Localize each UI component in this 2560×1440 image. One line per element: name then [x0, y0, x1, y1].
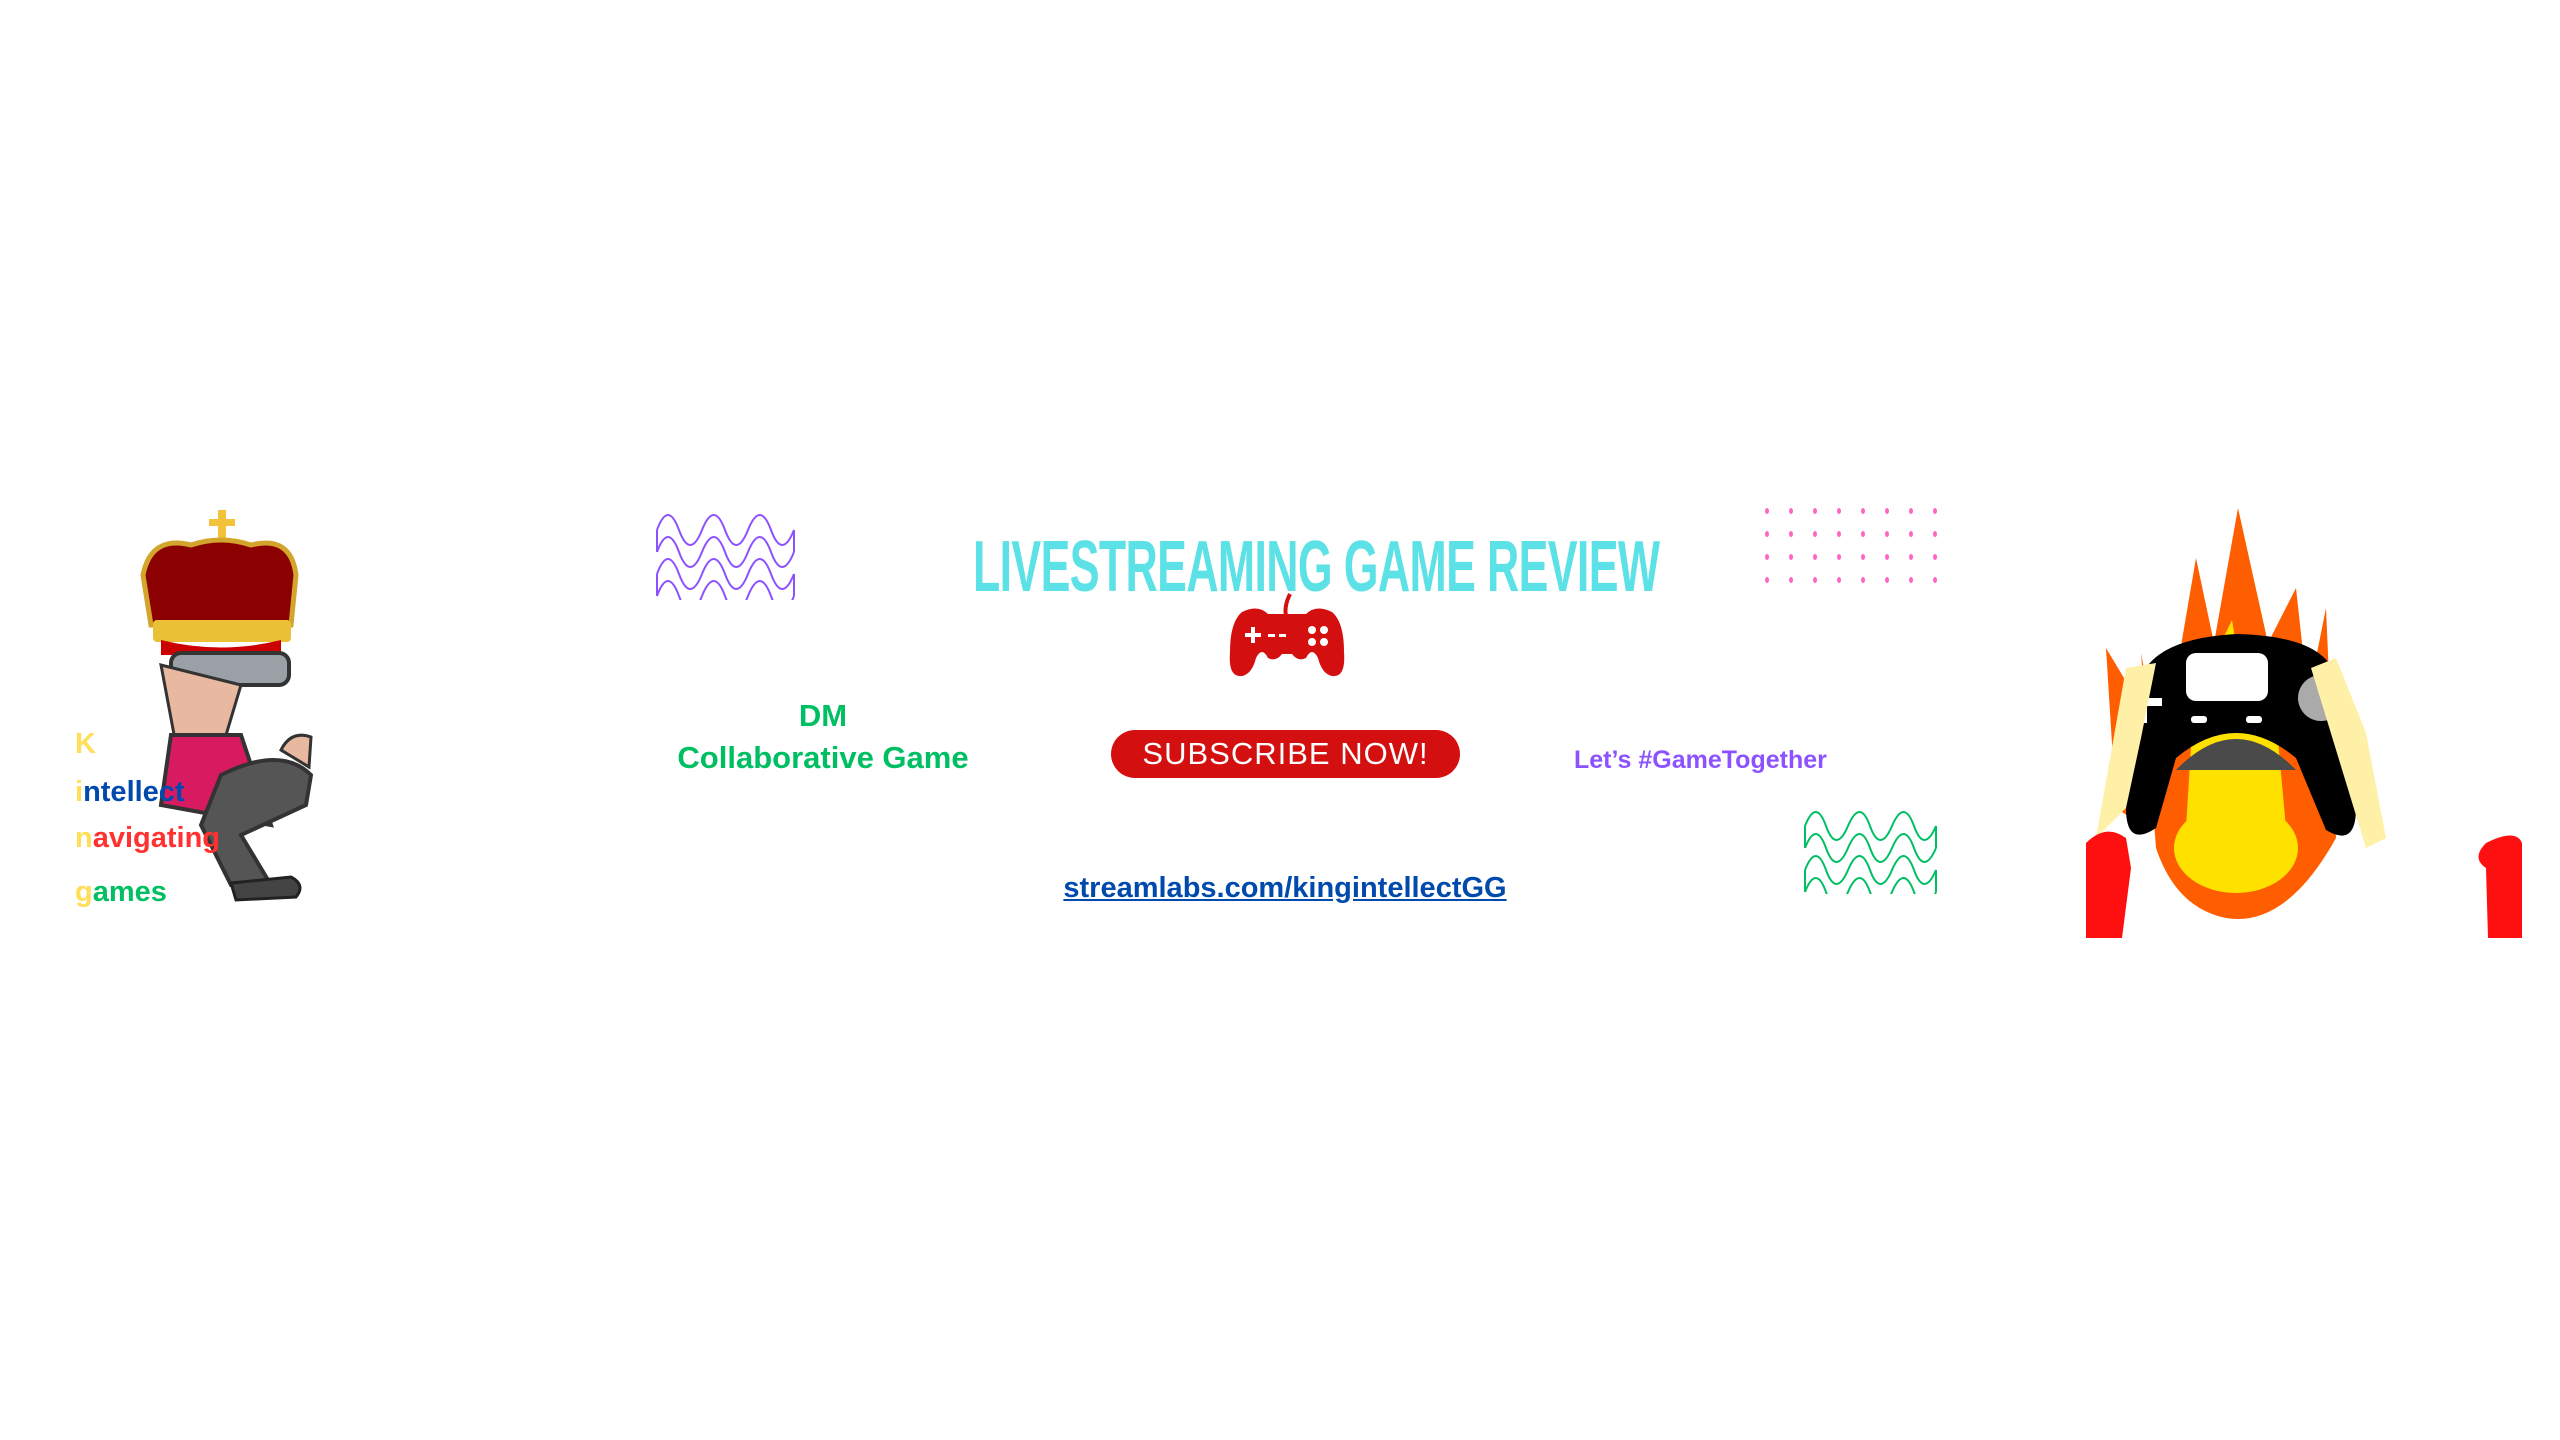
pink-dot	[1909, 554, 1913, 560]
pink-dot-grid-decoration	[1765, 508, 1937, 583]
pink-dot	[1933, 508, 1937, 514]
green-wave-decoration	[1804, 811, 1937, 894]
pink-dot	[1885, 554, 1889, 560]
acronym-letter: K	[75, 728, 96, 760]
pink-dot	[1837, 531, 1841, 537]
banner-title: LIVESTREAMING GAME REVIEW	[973, 527, 1660, 607]
acronym-word: ames	[92, 876, 167, 908]
pink-dot	[1933, 531, 1937, 537]
pink-dot	[1789, 577, 1793, 583]
pink-dot	[1885, 531, 1889, 537]
dm-label: DM	[798, 698, 848, 733]
pink-dot	[1909, 577, 1913, 583]
acronym-letter: i	[75, 776, 84, 808]
acronym-letter: g	[75, 876, 93, 908]
pink-dot	[1813, 554, 1817, 560]
pink-dot	[1813, 531, 1817, 537]
collaborative-game-label: Collaborative Game	[677, 740, 969, 775]
acronym-games: games	[75, 876, 167, 909]
pink-dot	[1933, 577, 1937, 583]
pink-dot	[1909, 531, 1913, 537]
acronym-word: avigating	[92, 822, 221, 854]
purple-wave-decoration	[656, 514, 795, 600]
streamlabs-link[interactable]: streamlabs.com/kingintellectGG	[1063, 872, 1507, 904]
pink-dot	[1861, 554, 1865, 560]
pink-dot	[1765, 508, 1769, 514]
acronym-k: K	[75, 728, 96, 761]
pink-dot	[1813, 577, 1817, 583]
pink-dot	[1765, 577, 1769, 583]
pink-dot	[1837, 577, 1841, 583]
acronym-navigating: navigating	[75, 822, 220, 855]
pink-dot	[1837, 554, 1841, 560]
pink-dot	[1933, 554, 1937, 560]
hashtag-label: Let’s #GameTogether	[1574, 746, 1827, 774]
pink-dot	[1789, 531, 1793, 537]
pink-dot	[1813, 508, 1817, 514]
pink-dot	[1861, 531, 1865, 537]
fire-controller-illustration	[2086, 508, 2522, 938]
pink-dot	[1789, 508, 1793, 514]
pink-dot	[1837, 508, 1841, 514]
gamepad-icon	[1229, 593, 1345, 677]
pink-dot	[1861, 508, 1865, 514]
pink-dot	[1765, 531, 1769, 537]
pink-dot	[1885, 508, 1889, 514]
acronym-word: ntellect	[83, 776, 185, 808]
king-vr-character-illustration	[140, 510, 314, 902]
pink-dot	[1789, 554, 1793, 560]
subscribe-button[interactable]: SUBSCRIBE NOW!	[1111, 730, 1460, 778]
acronym-letter: n	[75, 822, 93, 854]
pink-dot	[1885, 577, 1889, 583]
pink-dot	[1909, 508, 1913, 514]
pink-dot	[1861, 577, 1865, 583]
pink-dot	[1765, 554, 1769, 560]
acronym-intellect: intellect	[75, 776, 185, 809]
